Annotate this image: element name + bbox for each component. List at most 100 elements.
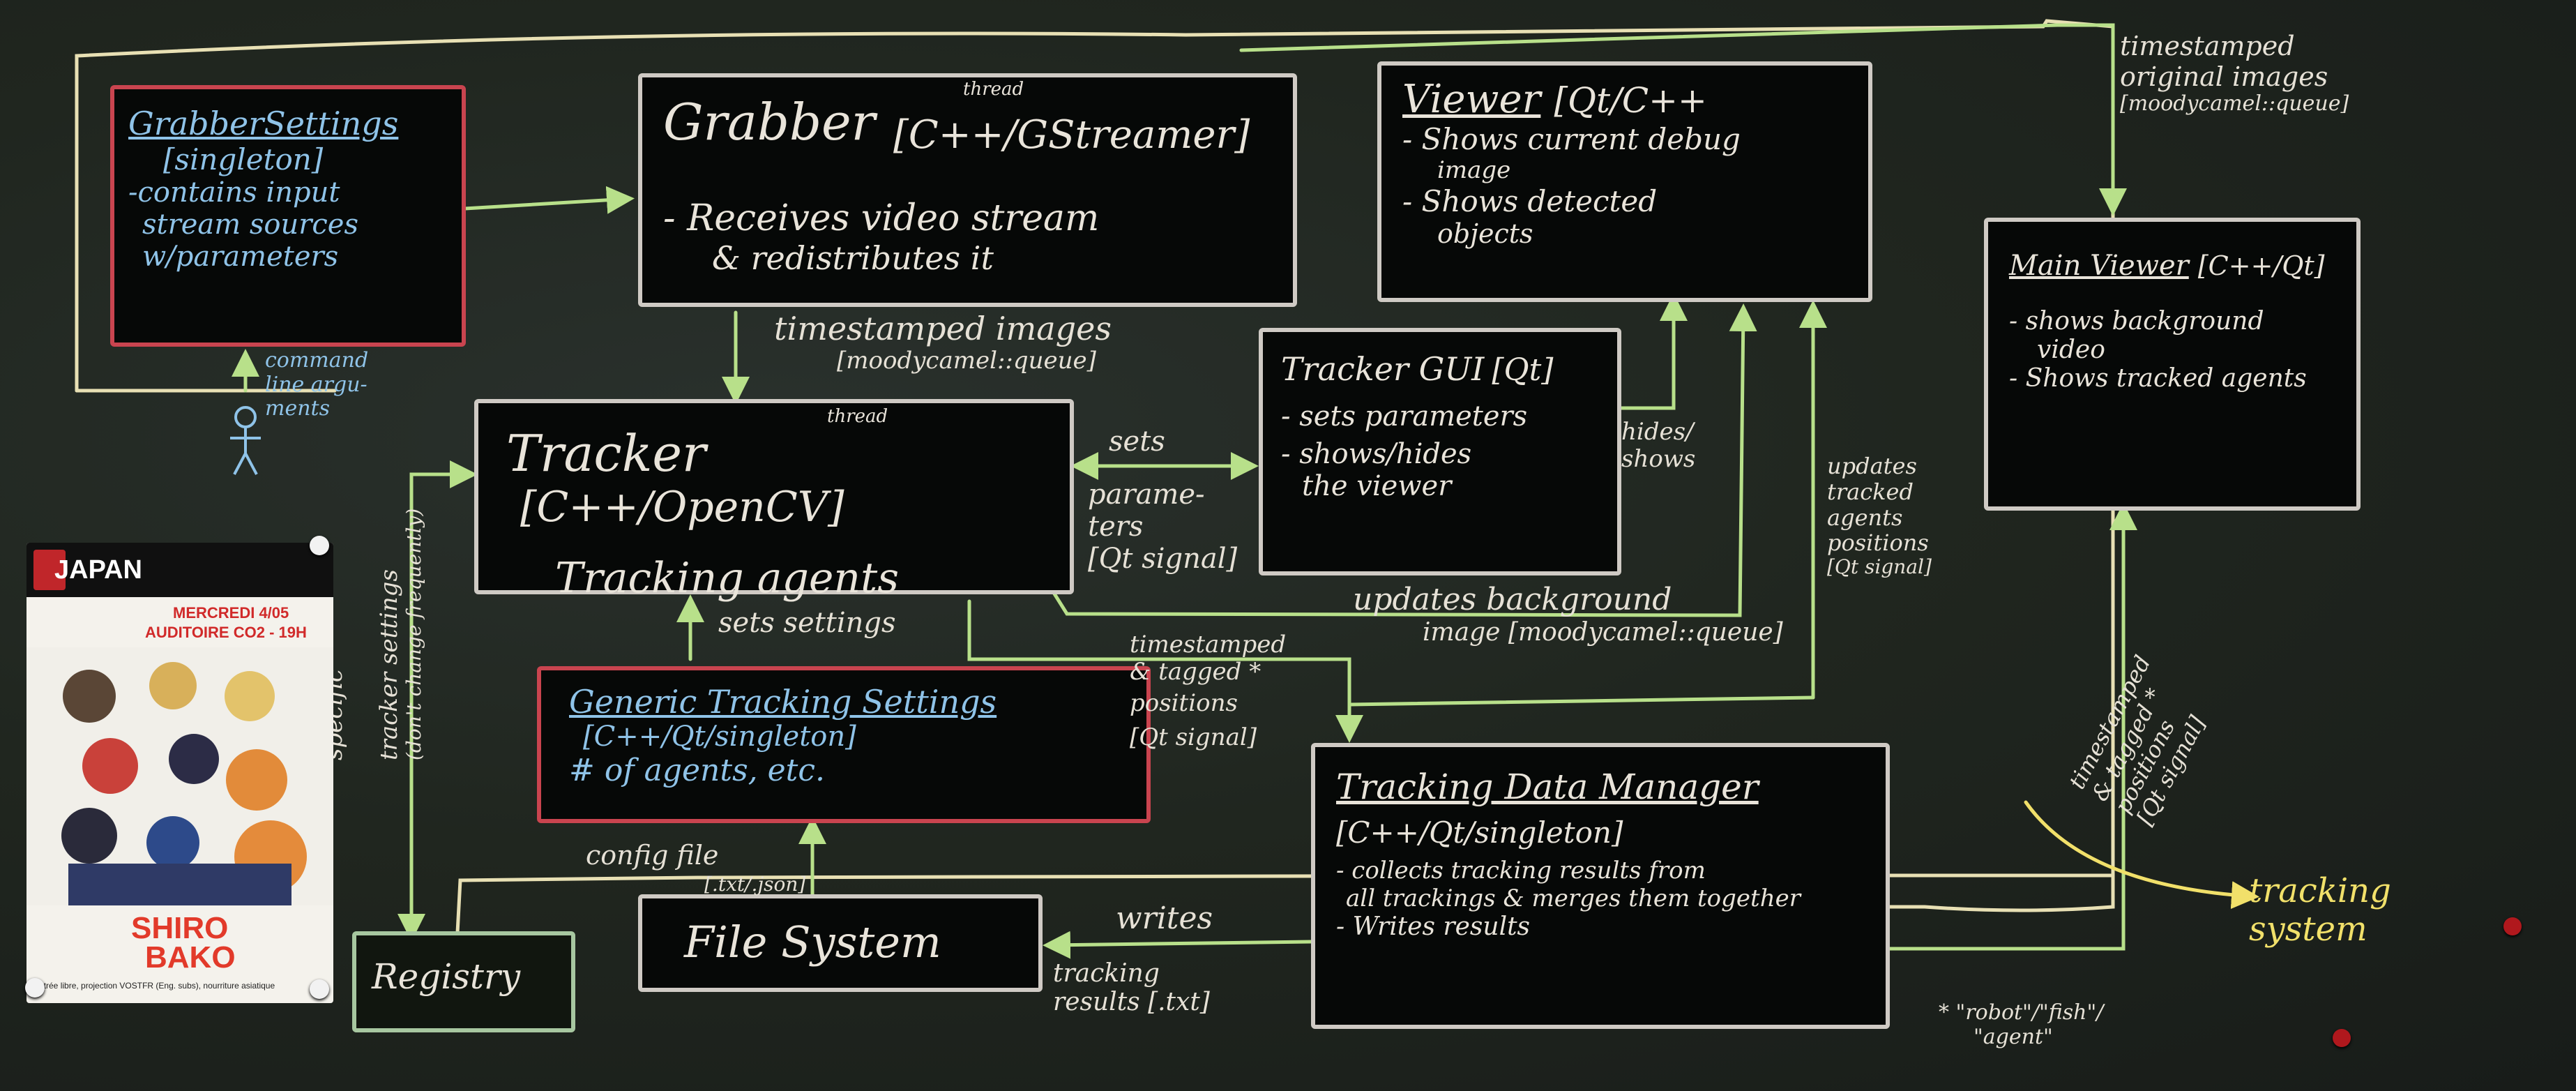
label-line: tracker settings — [375, 569, 404, 760]
arrow-updates-background — [1047, 303, 1757, 617]
label-timestamped-positions: timestamped & tagged * positions [Qt sig… — [1130, 631, 1286, 751]
label-specific-tracker-settings: specific tracker settings (don't change … — [320, 508, 426, 760]
arrow-tdm-to-file — [1043, 931, 1313, 959]
label-footnote: * "robot"/"fish"/ "agent" — [1939, 1000, 2103, 1049]
grabber-box: Grabber thread [C++/GStreamer] - Receive… — [638, 73, 1297, 307]
grabber-settings-line: GrabberSettings — [128, 105, 399, 142]
generic-settings-line: # of agents, etc. — [569, 753, 825, 788]
poster-logo-mark — [33, 550, 66, 590]
label-config-file: config file — [586, 840, 719, 871]
label-line: tracking — [2249, 871, 2391, 910]
viewer-title: Viewer — [1402, 77, 1541, 122]
label-line: line argu- — [265, 372, 368, 397]
label-line: [Qt signal] — [1827, 555, 1932, 579]
label-line: [moodycamel::queue] — [2120, 91, 2349, 116]
viewer-line: image — [1437, 156, 1511, 184]
label-line: (don't change frequently) — [402, 508, 426, 760]
label-updates-tracked: updates tracked agents positions [Qt sig… — [1827, 453, 1932, 578]
label-line: [.txt/.json] — [704, 873, 806, 896]
label-line: sets settings — [718, 607, 896, 639]
generic-tracking-settings-box: Generic Tracking Settings [C++/Qt/single… — [537, 666, 1151, 823]
poster-title-1: SHIRO — [131, 911, 229, 945]
label-command-line: command line argu- ments — [265, 348, 369, 421]
viewer-line: objects — [1437, 218, 1533, 249]
pushpin — [25, 978, 45, 998]
viewer-tech: [Qt/C++ — [1554, 80, 1707, 121]
registry-box: Registry — [352, 931, 575, 1032]
system-boundary — [75, 19, 2115, 1014]
registry-title: Registry — [372, 956, 521, 997]
main-viewer-line: video — [2037, 336, 2105, 364]
grabber-settings-line: [singleton] — [163, 142, 324, 176]
label-line: shows — [1621, 445, 1696, 474]
label-line: results [.txt] — [1053, 988, 1210, 1017]
arrow-tdm-to-main — [1881, 502, 2137, 951]
label-sets-parameters: sets parame- ters [Qt signal] — [1088, 426, 1237, 575]
label-line: tracked — [1827, 478, 1914, 505]
label-tracking-results: tracking results [.txt] — [1053, 959, 1210, 1017]
label-config-format: [.txt/.json] — [704, 873, 805, 896]
magnet — [2503, 917, 2522, 935]
arrow-tracking-system — [2024, 800, 2259, 910]
poster-logo: JAPAN — [54, 555, 142, 585]
grabber-tech: [C++/GStreamer] — [893, 112, 1250, 158]
grabber-settings-line: w/parameters — [142, 241, 339, 273]
label-line: agents — [1827, 504, 1903, 531]
viewer-box: Viewer [Qt/C++ - Shows current debug ima… — [1377, 61, 1872, 302]
tdm-line: - collects tracking results from — [1336, 857, 1706, 885]
label-line: image [moodycamel::queue] — [1423, 617, 1783, 647]
label-line: ters — [1088, 511, 1144, 543]
generic-settings-tech: [C++/Qt/singleton] — [583, 721, 856, 753]
label-tracking-system: tracking system — [2249, 871, 2391, 949]
label-line: hides/ — [1621, 418, 1694, 446]
tracker-gui-line: - sets parameters — [1281, 400, 1528, 432]
label-line: timestamped — [2120, 31, 2295, 61]
label-timestamped-images: timestamped images [moodycamel::queue] — [774, 310, 1112, 375]
grabber-line: - Receives video stream — [663, 197, 1100, 239]
tracking-data-manager-box: Tracking Data Manager [C++/Qt/singleton]… — [1311, 743, 1890, 1029]
label-line: original images — [2120, 61, 2328, 92]
label-line: system — [2249, 910, 2367, 949]
tdm-line: - Writes results — [1336, 912, 1531, 941]
label-line: command — [265, 348, 369, 373]
arrow-gui-to-viewer — [1616, 293, 1688, 410]
main-viewer-tech: [C++/Qt] — [2197, 250, 2325, 281]
label-line: [moodycamel::queue] — [837, 346, 1096, 375]
viewer-line: - Shows current debug — [1402, 122, 1741, 156]
tracker-title: Tracker — [506, 424, 706, 483]
pushpin — [310, 979, 329, 999]
poster-footer: Entrée libre, projection VOSTFR (Eng. su… — [33, 981, 275, 991]
label-writes: writes — [1116, 901, 1213, 937]
file-system-title: File System — [684, 917, 941, 968]
tracker-gui-tech: [Qt] — [1492, 352, 1554, 388]
label-line: ments — [265, 396, 330, 421]
poster-illustration — [26, 647, 333, 905]
poster-header-band — [26, 543, 333, 597]
grabber-settings-line: stream sources — [142, 209, 358, 241]
label-line: writes — [1116, 901, 1213, 936]
label-line: parame- — [1088, 479, 1205, 511]
grabber-thread-note: thread — [963, 79, 1024, 100]
main-viewer-title: Main Viewer — [2009, 250, 2189, 282]
tracker-gui-box: Tracker GUI [Qt] - sets parameters - sho… — [1259, 328, 1621, 575]
arrow-tracker-to-tdm — [967, 599, 1363, 743]
main-viewer-line: - shows background — [2009, 307, 2264, 336]
tdm-title: Tracking Data Manager — [1336, 767, 1759, 807]
label-line: sets — [1109, 426, 1165, 458]
main-viewer-box: Main Viewer [C++/Qt] - shows background … — [1984, 218, 2361, 511]
grabber-settings-line: -contains input — [128, 176, 340, 209]
label-line: config file — [586, 840, 719, 871]
tdm-tech: [C++/Qt/singleton] — [1336, 815, 1623, 850]
viewer-line: - Shows detected — [1402, 184, 1658, 218]
user-stick-figure — [230, 406, 261, 475]
poster-date: MERCREDI 4/05 — [173, 604, 289, 622]
label-line: positions — [1827, 529, 1929, 557]
main-viewer-line: - Shows tracked agents — [2009, 364, 2307, 393]
tdm-line: all trackings & merges them together — [1346, 885, 1801, 912]
poster-room: AUDITOIRE CO2 - 19H — [145, 624, 307, 641]
grabber-line: & redistributes it — [712, 239, 994, 277]
event-poster: JAPAN MERCREDI 4/05 AUDITOIRE CO2 - 19H … — [26, 543, 333, 1003]
poster-title-2: BAKO — [145, 940, 236, 975]
